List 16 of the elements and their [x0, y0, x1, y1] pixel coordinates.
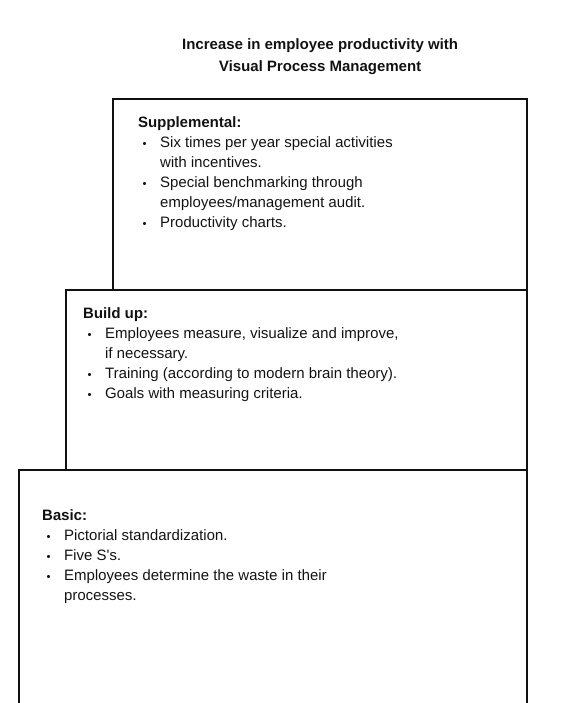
bullet-item: Employees determine the waste in their processes.	[42, 566, 354, 606]
tier-box	[112, 98, 528, 289]
title: Increase in employee productivity with Visual Process Management	[181, 35, 459, 77]
tier-heading: Basic:	[42, 507, 88, 524]
bullet-item: Five S's.	[42, 546, 354, 566]
bullet-item: Employees measure, visualize and improve, if necessary.	[83, 324, 405, 364]
bullet-item: Special benchmarking through employees/management audit.	[138, 173, 400, 213]
tier-box	[18, 469, 528, 703]
tier-heading: Build up:	[83, 305, 149, 322]
bullet-item: Productivity charts.	[138, 213, 400, 233]
bullet-item: Pictorial standardization.	[42, 526, 354, 546]
bullet-item: Six times per year special activities with incentives.	[138, 133, 400, 173]
bullet-item: Goals with measuring criteria.	[83, 384, 405, 404]
tier-heading: Supplemental:	[138, 114, 242, 131]
tier-box	[65, 289, 528, 469]
bullet-item: Training (according to modern brain theory).	[83, 364, 405, 384]
